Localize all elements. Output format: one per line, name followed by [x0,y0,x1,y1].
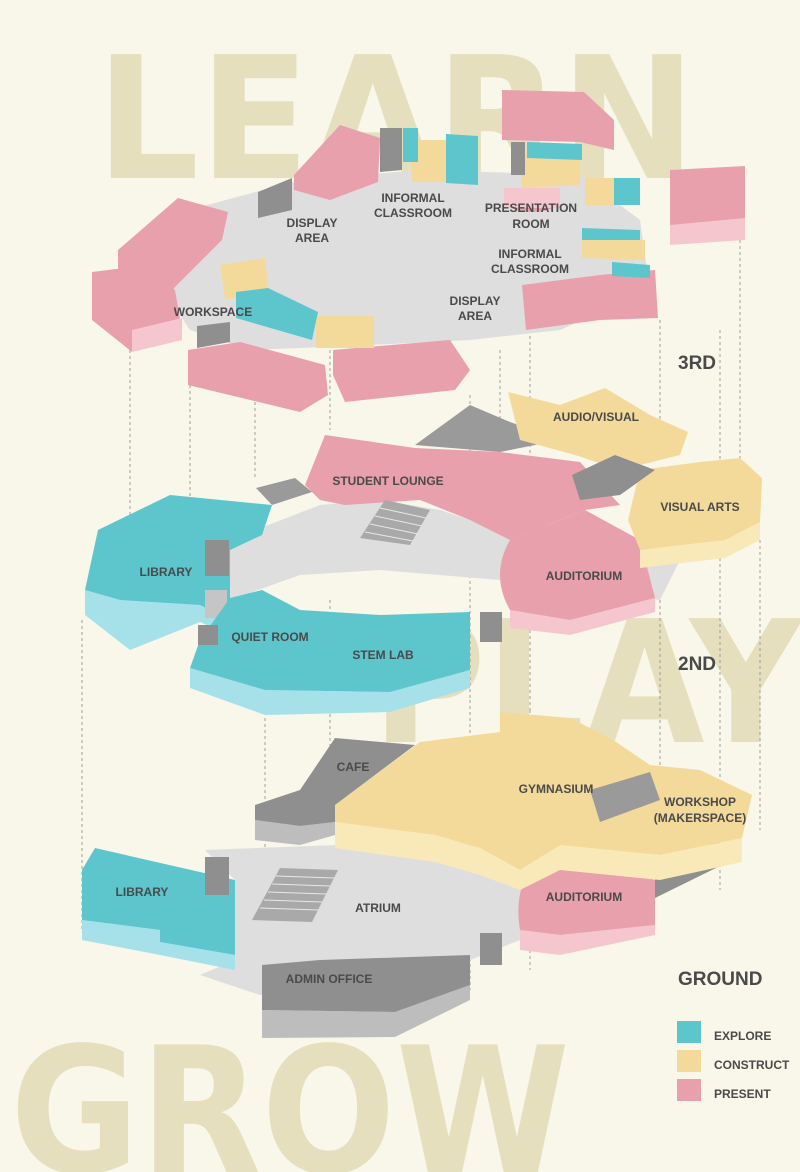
floor-label-2nd: 2ND [678,654,716,675]
third-construct-2 [522,152,580,188]
third-block-ne [502,90,614,150]
legend-label-construct: CONSTRUCT [714,1058,790,1072]
label-second-library: LIBRARY [140,565,193,579]
second-auditorium[interactable] [500,510,655,620]
legend-label-explore: EXPLORE [714,1029,771,1043]
third-floor [92,90,745,412]
label-display-area-b-line2: AREA [458,309,492,323]
ground-library-stair-core [205,857,229,895]
ground-cafe[interactable] [255,738,415,826]
second-student-lounge[interactable] [305,435,620,540]
label-cafe: CAFE [337,760,370,774]
second-stem-lab[interactable] [190,590,470,692]
label-ground-library: LIBRARY [116,885,169,899]
label-display-area-a-line2: AREA [295,231,329,245]
third-block-s [333,340,470,402]
ground-auditorium-side [520,925,655,955]
label-second-auditorium: AUDITORIUM [546,569,622,583]
second-stem-lab-side [190,668,470,715]
floor-label-ground: GROUND [678,969,762,990]
third-block-se [522,270,658,330]
third-block-east [670,166,745,235]
third-explore-5 [582,228,640,240]
label-informal-classroom-a-line1: INFORMAL [381,191,444,205]
third-presentation-room-wall [504,188,560,208]
second-visual-arts-core [572,455,655,500]
second-service-box [480,612,502,642]
third-block-west-side [132,318,182,352]
third-explore-4 [614,178,640,205]
stair-treads [259,875,335,911]
label-stem-lab: STEM LAB [352,648,414,662]
label-display-area-b-line1: DISPLAY [450,294,501,308]
third-grey-3 [511,142,525,175]
legend-swatch-present [677,1079,701,1101]
label-informal-classroom-a-line2: CLASSROOM [374,206,452,220]
second-library-side [85,590,230,650]
legend-swatch-construct [677,1050,701,1072]
label-atrium: ATRIUM [355,901,401,915]
third-grey-4 [197,322,230,348]
third-grey-1 [258,178,292,218]
second-visual-arts[interactable] [628,458,762,550]
label-gymnasium: GYMNASIUM [519,782,594,796]
legend-label-present: PRESENT [714,1087,771,1101]
third-explore-7 [236,288,318,340]
third-explore-1 [403,128,418,162]
ground-service-box [480,933,502,965]
ground-gymnasium-side [335,822,742,890]
ground-floor [82,712,752,1038]
third-block-sw [188,342,328,412]
ground-admin-office[interactable] [262,955,470,1012]
label-display-area-a-line1: DISPLAY [287,216,338,230]
third-construct-4 [582,238,645,260]
second-library[interactable] [85,495,272,620]
label-informal-classroom-b-line1: INFORMAL [498,247,561,261]
floor-label-3rd: 3RD [678,353,716,374]
label-informal-classroom-b-line2: CLASSROOM [491,262,569,276]
ground-gymnasium[interactable] [335,712,752,870]
third-explore-6 [612,262,650,278]
label-audio-visual: AUDIO/VISUAL [553,410,639,424]
label-presentation-room-line2: ROOM [512,217,549,231]
second-floor [85,388,762,715]
third-grey-2 [380,128,402,172]
label-quiet-room: QUIET ROOM [231,630,308,644]
third-block-north [294,125,380,200]
second-visual-arts-side [640,522,760,568]
bg-word-grow: GROW [10,1011,570,1172]
second-lounge-stair [360,500,430,545]
label-workshop-line1: WORKSHOP [664,795,736,809]
ground-admin-office-side [262,985,470,1038]
labels: INFORMAL CLASSROOM DISPLAY AREA PRESENTA… [116,191,747,986]
third-block-east-side [670,218,745,245]
label-admin-office: ADMIN OFFICE [286,972,373,986]
ground-workshop-core [590,772,660,822]
label-presentation-room-line1: PRESENTATION [485,201,577,215]
label-workshop-line2: (MAKERSPACE) [654,811,746,825]
second-auditorium-side [510,598,655,635]
third-explore-2 [446,134,478,185]
second-audio-visual[interactable] [508,388,688,470]
ground-library-side [82,920,235,970]
label-workspace: WORKSPACE [174,305,252,319]
legend-swatch-explore [677,1021,701,1043]
ground-cafe-side [255,820,335,845]
ground-library[interactable] [82,848,235,955]
third-construct-3 [585,178,615,205]
label-visual-arts: VISUAL ARTS [660,500,739,514]
third-construct-1 [410,140,452,182]
label-student-lounge: STUDENT LOUNGE [332,474,443,488]
second-stem-core [198,625,218,645]
third-construct-6 [316,316,374,348]
legend: EXPLORE CONSTRUCT PRESENT [677,1021,790,1101]
label-ground-auditorium: AUDITORIUM [546,890,622,904]
second-library-core [205,540,229,576]
third-explore-3 [527,142,582,160]
second-lounge-core [256,478,312,505]
